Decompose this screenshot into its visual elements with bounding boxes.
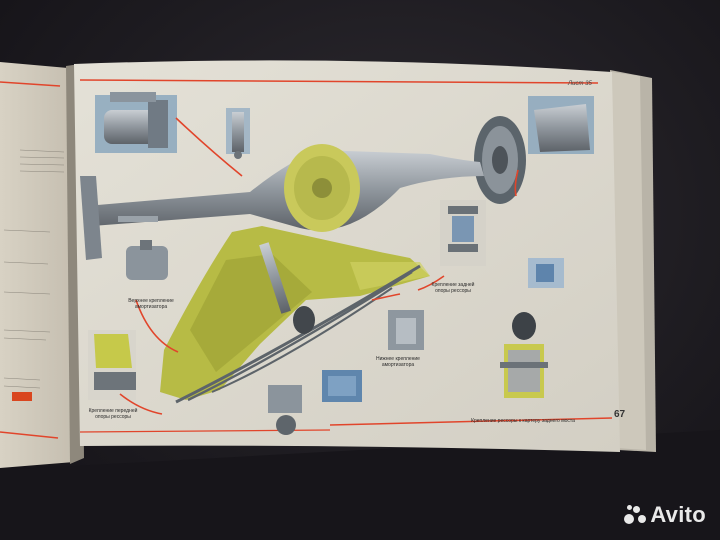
inset-connector [528,258,564,288]
inset-lower-shock-mount [388,310,424,350]
inset-front-spring-eye [88,330,136,400]
avito-watermark: Avito [624,502,706,528]
inset-spring-to-axle [500,312,548,398]
caption-front-spring-eye-mount: Крепление передней опоры рессоры [88,408,138,420]
avito-wordmark: Avito [650,502,706,527]
inset-brake-drum [474,96,594,204]
left-page [0,62,74,468]
caption-lower-shock-mount: Нижнее крепление амортизатора [376,356,420,368]
page-header: Лист 35 [568,81,592,87]
shock-absorber [259,242,315,334]
caption-spring-to-axle-mount: Крепление рессоры к картеру заднего мост… [471,418,575,424]
caption-rear-spring-eye-mount: Крепление задней опоры рессоры [431,282,475,294]
inset-lower-shock-center [322,370,362,402]
avito-logo-icon [624,504,647,526]
inset-rear-spring-eye [440,200,486,266]
inset-lower-shock-left [268,385,302,435]
inset-upper-shock-mount [126,240,168,280]
caption-upper-shock-mount: Верхнее крепление амортизатора [128,298,174,310]
right-page [74,60,620,453]
inset-bolt-detail [226,108,250,159]
rear-axle-housing [80,144,484,260]
inset-upper-shock-detail [95,92,177,153]
leaf-spring [175,264,421,404]
page-number: 67 [614,409,626,420]
leader-arrows [119,117,519,415]
